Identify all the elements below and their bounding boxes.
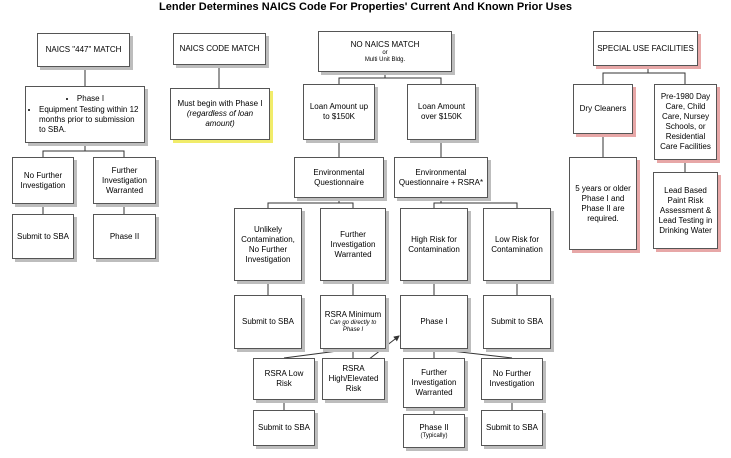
submit-to-sba-label: Submit to SBA [16, 231, 70, 241]
no-further-investigation-label: No Further Investigation [20, 170, 66, 190]
loan-over-150k-box: Loan Amount over $150K [407, 84, 476, 140]
lead-paint-testing-label: Lead Based Paint Risk Assessment & Lead … [658, 185, 713, 235]
pre-1980-care-box: Pre-1980 Day Care, Child Care, Nursey Sc… [654, 84, 717, 160]
connector [433, 198, 442, 208]
connector [283, 348, 354, 359]
connector [648, 72, 686, 84]
naics-447-match-label: NAICS "447" MATCH [45, 45, 122, 54]
rsra-low-risk-box: RSRA Low Risk [253, 358, 315, 400]
equipment-bullets: Equipment Testing within 12 months prior… [29, 105, 141, 135]
page-title: Lender Determines NAICS Code For Propert… [159, 1, 572, 13]
unlikely-contamination-label: Unlikely Contamination, No Further Inves… [241, 224, 295, 264]
unlikely-contamination-box: Unlikely Contamination, No Further Inves… [234, 208, 302, 281]
rsra-high-elevated-box: RSRA High/Elevated Risk [322, 358, 385, 400]
equipment-testing-bullet: Equipment Testing within 12 months prior… [39, 105, 141, 135]
dry-cleaners-phase-box: 5 years or older Phase I and Phase II ar… [569, 157, 637, 250]
connector [338, 72, 386, 84]
naics-code-match-box: NAICS CODE MATCH [173, 33, 266, 65]
multi-unit-label: Multi Unit Bldg. [364, 56, 406, 63]
submit-to-sba-box-c: Submit to SBA [253, 410, 315, 446]
no-further-investigation-box-2: No Further Investigation [481, 358, 543, 400]
special-use-facilities-label: SPECIAL USE FACILITIES [597, 43, 694, 53]
connector [85, 150, 125, 157]
submit-to-sba-box-a: Submit to SBA [234, 295, 302, 349]
further-investigation-label: Further Investigation Warranted [102, 165, 147, 195]
no-naics-match-label: NO NAICS MATCH [350, 39, 420, 49]
no-naics-match-box: NO NAICS MATCH or Multi Unit Bldg. [318, 31, 452, 72]
further-investigation-warranted-label: Further Investigation Warranted [411, 368, 457, 397]
connector [42, 143, 86, 157]
rsra-minimum-box: RSRA Minimum Can go directly to Phase I [320, 295, 386, 349]
connector [433, 348, 513, 359]
further-investigation-warranted-box: Further Investigation Warranted [320, 208, 386, 281]
phase2-label: Phase II [419, 422, 449, 432]
connector [339, 202, 354, 208]
submit-to-sba-box-b: Submit to SBA [483, 295, 551, 349]
phase1-label: Phase I [420, 317, 448, 326]
environmental-questionnaire-rsra-box: Environmental Questionnaire + RSRA* [394, 157, 488, 198]
dry-cleaners-phase-label: 5 years or older Phase I and Phase II ar… [575, 183, 631, 223]
high-risk-box: High Risk for Contamination [400, 208, 468, 281]
submit-to-sba-box-447: Submit to SBA [12, 214, 74, 259]
loan-up-to-150k-label: Loan Amount up to $150K [309, 102, 369, 121]
submit-to-sba-label: Submit to SBA [490, 317, 544, 326]
high-risk-label: High Risk for Contamination [408, 234, 460, 254]
further-investigation-box: Further Investigation Warranted [93, 157, 156, 204]
dry-cleaners-box: Dry Cleaners [573, 84, 633, 134]
connector [385, 77, 442, 84]
typically-label: (Typically) [420, 432, 448, 439]
submit-to-sba-box-d: Submit to SBA [481, 410, 543, 446]
rsra-minimum-label: RSRA Minimum [324, 310, 382, 320]
phase2-label: Phase II [109, 231, 140, 241]
regardless-loan-label: (regardless of loan amount) [186, 109, 254, 128]
phase2-box: Phase II (Typically) [403, 414, 465, 448]
phase2-box-447: Phase II [93, 214, 156, 259]
connector [602, 66, 649, 84]
dry-cleaners-label: Dry Cleaners [579, 104, 627, 113]
loan-up-to-150k-box: Loan Amount up to $150K [303, 84, 375, 140]
phase1-bullet: Phase I [66, 94, 104, 104]
low-risk-label: Low Risk for Contamination [491, 234, 543, 254]
environmental-questionnaire-label: Environmental Questionnaire [313, 167, 365, 187]
phase1-box: Phase I [400, 295, 468, 349]
lead-paint-testing-box: Lead Based Paint Risk Assessment & Lead … [653, 172, 718, 249]
submit-to-sba-label: Submit to SBA [257, 423, 311, 432]
rsra-high-elevated-label: RSRA High/Elevated Risk [328, 364, 379, 393]
further-investigation-warranted-box-2: Further Investigation Warranted [403, 358, 465, 408]
rsra-low-risk-label: RSRA Low Risk [264, 369, 304, 388]
phase1-bullets: Phase I [66, 94, 104, 104]
no-further-investigation-label: No Further Investigation [489, 369, 535, 388]
no-further-investigation-box: No Further Investigation [12, 157, 74, 204]
loan-over-150k-label: Loan Amount over $150K [417, 102, 466, 121]
submit-to-sba-label: Submit to SBA [485, 423, 539, 432]
submit-to-sba-label: Submit to SBA [241, 317, 295, 326]
pre-1980-care-label: Pre-1980 Day Care, Child Care, Nursey Sc… [660, 92, 711, 151]
environmental-questionnaire-box: Environmental Questionnaire [294, 157, 384, 198]
further-investigation-warranted-label: Further Investigation Warranted [330, 229, 376, 259]
begin-phase1-box: Must begin with Phase I (regardless of l… [170, 88, 270, 140]
special-use-facilities-box: SPECIAL USE FACILITIES [593, 31, 698, 66]
connector [441, 202, 518, 208]
phase1-equipment-box: Phase I Equipment Testing within 12 mont… [25, 86, 145, 143]
naics-code-match-label: NAICS CODE MATCH [179, 44, 260, 53]
rsra-minimum-sub-label: Can go directly to Phase I [329, 320, 377, 333]
low-risk-box: Low Risk for Contamination [483, 208, 551, 281]
connector [267, 198, 340, 208]
begin-phase1-label: Must begin with Phase I [177, 99, 263, 108]
or-label: or [382, 49, 388, 56]
naics-447-match-box: NAICS "447" MATCH [37, 33, 130, 67]
environmental-questionnaire-rsra-label: Environmental Questionnaire + RSRA* [398, 167, 484, 187]
